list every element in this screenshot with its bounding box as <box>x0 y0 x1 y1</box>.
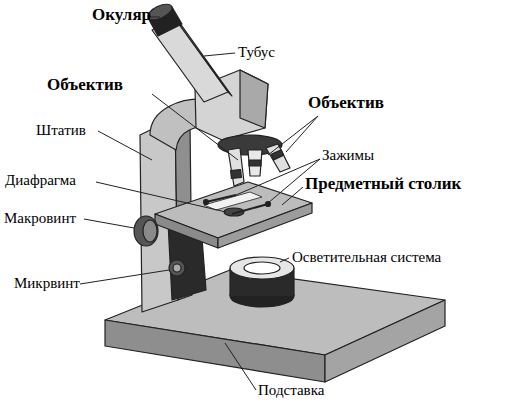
part-label: Штатив <box>36 122 86 139</box>
part-label: Микрвинт <box>14 275 80 292</box>
part-label: Предметный столик <box>305 175 461 194</box>
leader-lines <box>80 17 320 390</box>
part-label: Зажимы <box>322 147 374 164</box>
part-label: Диафрагма <box>5 172 76 189</box>
part-label: Объектив <box>47 76 123 95</box>
part-label: Тубус <box>238 44 275 61</box>
part-label: Макровинт <box>4 210 76 227</box>
part-label: Подставка <box>258 382 324 399</box>
part-label: Осветительная система <box>292 249 441 266</box>
part-label: Объектив <box>308 94 384 113</box>
part-label: Окуляр <box>92 6 151 25</box>
